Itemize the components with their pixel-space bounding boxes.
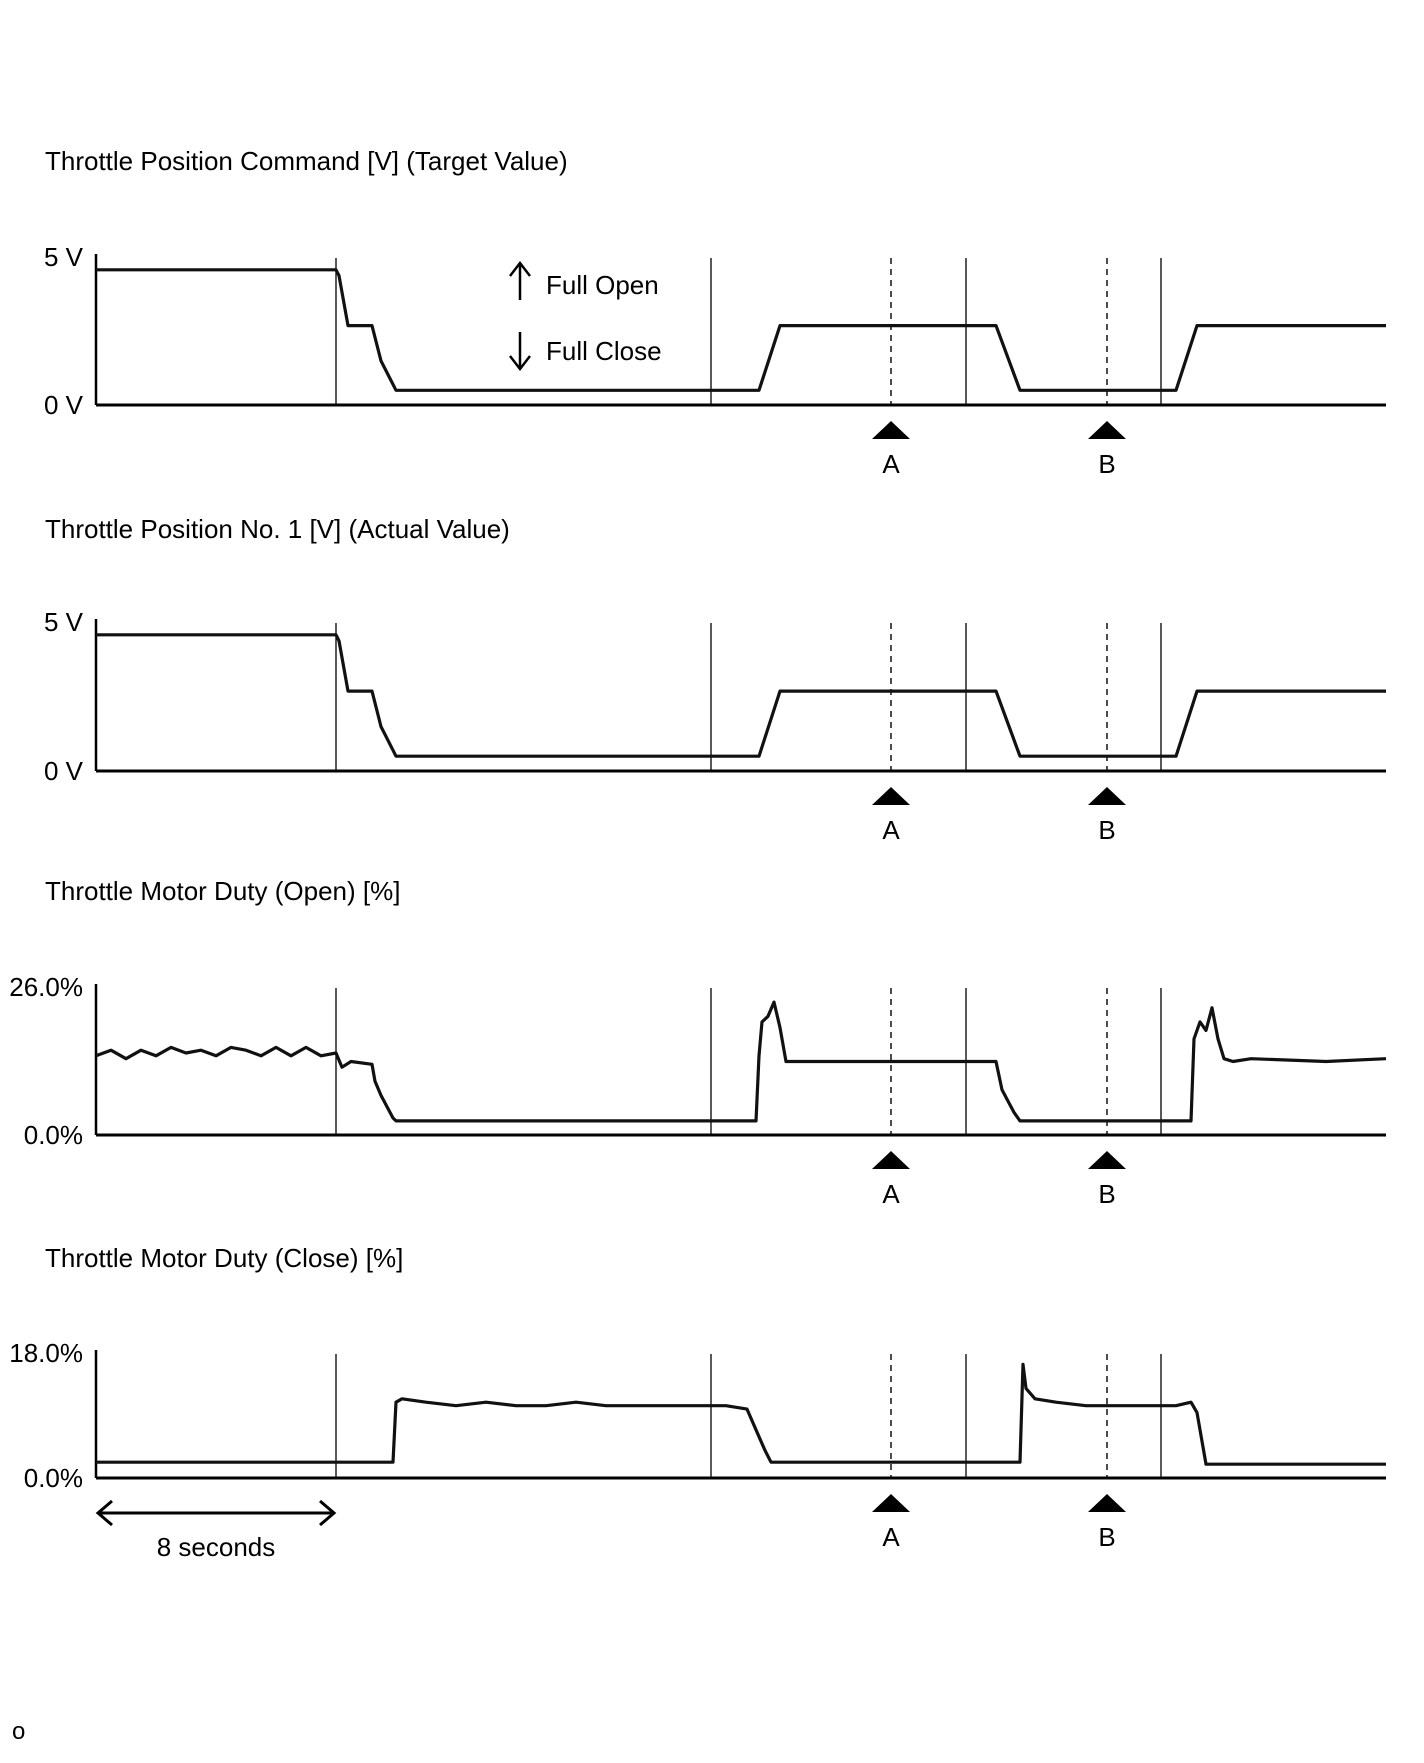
- marker-triangle-icon: [872, 787, 910, 805]
- marker-label: A: [882, 1522, 900, 1552]
- series-line: [95, 1000, 1387, 1123]
- panel-title: Throttle Position Command [V] (Target Va…: [45, 146, 568, 176]
- y-tick-label-min: 0 V: [44, 756, 84, 786]
- marker-triangle-icon: [1088, 1151, 1126, 1169]
- arrow-up-icon: [509, 260, 531, 300]
- marker-label: B: [1098, 449, 1115, 479]
- marker-triangle-icon: [872, 421, 910, 439]
- chart-panel-1: Throttle Position Command [V] (Target Va…: [44, 146, 1386, 479]
- series-line: [96, 633, 1386, 758]
- legend-item: Full Close: [509, 332, 662, 372]
- panel-title: Throttle Motor Duty (Close) [%]: [45, 1243, 403, 1273]
- y-tick-label-max: 5 V: [44, 242, 84, 272]
- marker-label: B: [1098, 1179, 1115, 1209]
- y-tick-label-max: 5 V: [44, 607, 84, 637]
- panel-title: Throttle Position No. 1 [V] (Actual Valu…: [45, 514, 510, 544]
- chart-panel-2: Throttle Position No. 1 [V] (Actual Valu…: [44, 514, 1386, 845]
- arrow-left-head-icon: [95, 1499, 113, 1527]
- marker-label: A: [882, 1179, 900, 1209]
- footer-code: o: [12, 1718, 26, 1745]
- marker-triangle-icon: [1088, 421, 1126, 439]
- marker-triangle-icon: [872, 1151, 910, 1169]
- legend-item: Full Open: [509, 260, 659, 300]
- y-tick-label-min: 0 V: [44, 390, 84, 420]
- marker-label: B: [1098, 1522, 1115, 1552]
- series-line: [96, 1362, 1386, 1466]
- time-span-label: 8 seconds: [157, 1532, 276, 1562]
- legend-label: Full Open: [546, 270, 659, 300]
- marker-triangle-icon: [1088, 787, 1126, 805]
- marker-triangle-icon: [1088, 1494, 1126, 1512]
- time-span-indicator: 8 seconds: [95, 1499, 337, 1562]
- y-tick-label-min: 0.0%: [24, 1463, 83, 1493]
- series-line: [96, 268, 1386, 392]
- chart-panel-3: Throttle Motor Duty (Open) [%] 26.0% 0.0% A…: [9, 876, 1387, 1209]
- arrow-right-head-icon: [319, 1499, 337, 1527]
- arrow-down-icon: [509, 332, 531, 372]
- panel-title: Throttle Motor Duty (Open) [%]: [45, 876, 400, 906]
- marker-label: A: [882, 449, 900, 479]
- y-tick-label-max: 26.0%: [9, 972, 83, 1002]
- chart-panel-4: Throttle Motor Duty (Close) [%] 18.0% 0.0%…: [9, 1243, 1386, 1552]
- marker-triangle-icon: [872, 1494, 910, 1512]
- legend-label: Full Close: [546, 336, 662, 366]
- y-tick-label-min: 0.0%: [24, 1120, 83, 1150]
- marker-label: A: [882, 815, 900, 845]
- marker-label: B: [1098, 815, 1115, 845]
- y-tick-label-max: 18.0%: [9, 1338, 83, 1368]
